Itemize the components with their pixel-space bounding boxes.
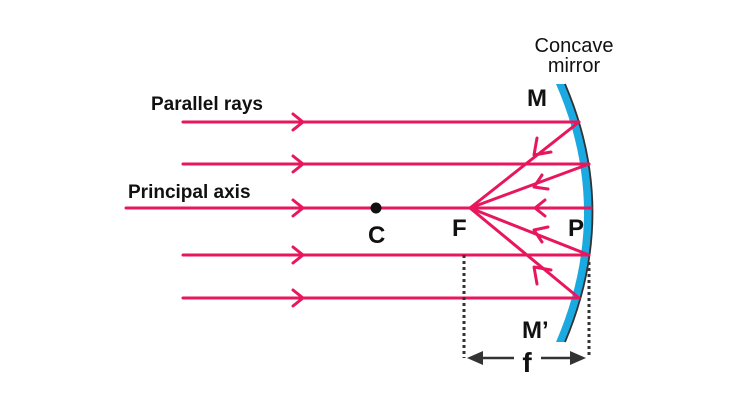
reflected-ray-4 bbox=[468, 206, 591, 257]
focal-length-label: f bbox=[522, 347, 532, 378]
dimension-arrow-right-icon bbox=[570, 351, 586, 365]
parallel-rays-label: Parallel rays bbox=[151, 94, 263, 115]
mirror-label-line2: mirror bbox=[548, 55, 601, 77]
mirror-body bbox=[556, 84, 593, 342]
centre-of-curvature-point bbox=[370, 202, 382, 214]
focus-label: F bbox=[452, 215, 467, 242]
arrowhead-incident-5 bbox=[291, 288, 305, 308]
centre-of-curvature-label: C bbox=[368, 222, 385, 249]
mirror-label-line1: Concave bbox=[535, 35, 614, 57]
arrowhead-incident-2 bbox=[291, 154, 305, 174]
reflected-ray-1 bbox=[468, 120, 581, 210]
arrowhead-incident-4 bbox=[291, 245, 305, 265]
arrowhead-reflected-2 bbox=[532, 173, 550, 191]
principal-axis-label: Principal axis bbox=[128, 182, 251, 203]
point-m-prime-label: M’ bbox=[522, 317, 549, 344]
arrowhead-reflected-5 bbox=[532, 265, 553, 286]
reflected-ray-2 bbox=[468, 162, 591, 210]
arrowhead-reflected-4 bbox=[532, 225, 550, 244]
reflected-ray-5 bbox=[468, 206, 581, 300]
point-m-label: M bbox=[527, 85, 547, 112]
arrowhead-reflected-3 bbox=[533, 198, 547, 218]
pole-label: P bbox=[568, 215, 584, 242]
ray-group bbox=[124, 112, 593, 308]
focal-length-dimension bbox=[462, 255, 591, 365]
concave-mirror bbox=[556, 83, 594, 343]
arrowhead-incident-1 bbox=[291, 112, 305, 132]
mirror-back-edge bbox=[564, 83, 594, 343]
dimension-arrow-left-icon bbox=[467, 351, 483, 365]
arrowhead-reflected-1 bbox=[532, 136, 553, 157]
arrowhead-incident-3 bbox=[291, 198, 305, 218]
